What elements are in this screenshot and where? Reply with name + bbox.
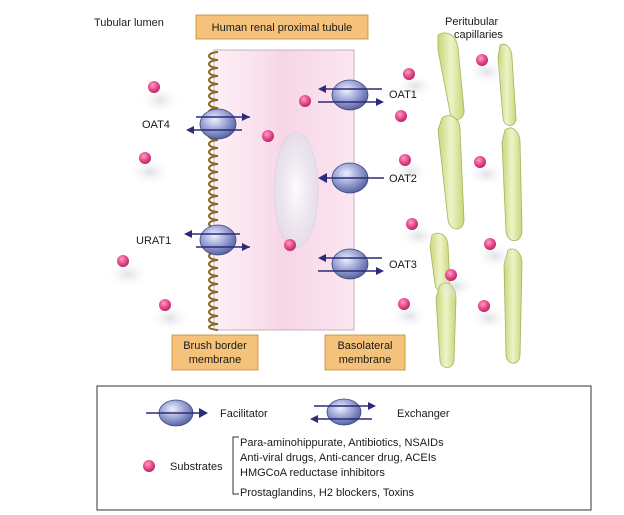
oat2-facilitator [318, 162, 384, 194]
substrate-dot [299, 95, 311, 107]
brush-border-microvilli [208, 51, 219, 331]
basolateral-label-2: membrane [339, 354, 392, 366]
tubule-title: Human renal proximal tubule [212, 22, 353, 34]
substrate-dot [284, 239, 296, 251]
oat4-label: OAT4 [142, 119, 170, 131]
substrate-dot [395, 110, 407, 122]
substrate-dots [106, 54, 515, 332]
legend-substrate-bracket [232, 436, 239, 495]
substrate-dot [148, 81, 160, 93]
oat3-label: OAT3 [389, 259, 417, 271]
oat1-exchanger [318, 79, 384, 111]
substrate-dot [476, 54, 488, 66]
substrate-dot [159, 299, 171, 311]
legend-exchanger-icon [310, 398, 376, 426]
oat2-label: OAT2 [389, 173, 417, 185]
tubule-title-box [195, 14, 369, 40]
oat1-label: OAT1 [389, 89, 417, 101]
substrate-dot [484, 238, 496, 250]
substrate-list-item: Para-aminohippurate, Antibiotics, NSAIDs [240, 437, 444, 449]
brush-border-label-2: membrane [189, 354, 242, 366]
urat1-exchanger [184, 224, 250, 256]
substrate-list-item: Anti-viral drugs, Anti-cancer drug, ACEI… [240, 452, 437, 464]
tubular-lumen-label: Tubular lumen [94, 17, 164, 29]
basolateral-label-1: Basolateral [337, 340, 392, 352]
legend-exchanger-label: Exchanger [397, 408, 450, 420]
legend-facilitator-icon [146, 399, 208, 427]
substrate-dot [403, 68, 415, 80]
substrate-list-item: Prostaglandins, H2 blockers, Toxins [240, 487, 415, 499]
substrate-dot [262, 130, 274, 142]
legend-facilitator-label: Facilitator [220, 408, 268, 420]
substrate-list-item: HMGCoA reductase inhibitors [240, 467, 385, 479]
substrate-dot [406, 218, 418, 230]
oat1-transporter-icon [331, 79, 369, 111]
substrate-dot [398, 298, 410, 310]
oat3-exchanger [318, 248, 384, 280]
substrate-dot [139, 152, 151, 164]
brush-border-label-1: Brush border [183, 340, 247, 352]
urat1-label: URAT1 [136, 235, 171, 247]
legend-substrates-label: Substrates [170, 461, 223, 473]
legend-substrate-icon [143, 460, 155, 472]
urat1-transporter-icon [199, 224, 237, 256]
substrate-dot [117, 255, 129, 267]
cell-nucleus [273, 131, 319, 249]
oat4-exchanger [186, 108, 250, 140]
substrate-dot [399, 154, 411, 166]
peritubular-label: Peritubular [445, 16, 499, 28]
substrate-dot [478, 300, 490, 312]
brush-border-box [171, 334, 259, 371]
oat4-transporter-icon [199, 108, 237, 140]
capillaries-label: capillaries [454, 29, 503, 41]
substrate-dot [445, 269, 457, 281]
basolateral-box [324, 334, 406, 371]
substrate-dot [474, 156, 486, 168]
oat3-transporter-icon [331, 248, 369, 280]
